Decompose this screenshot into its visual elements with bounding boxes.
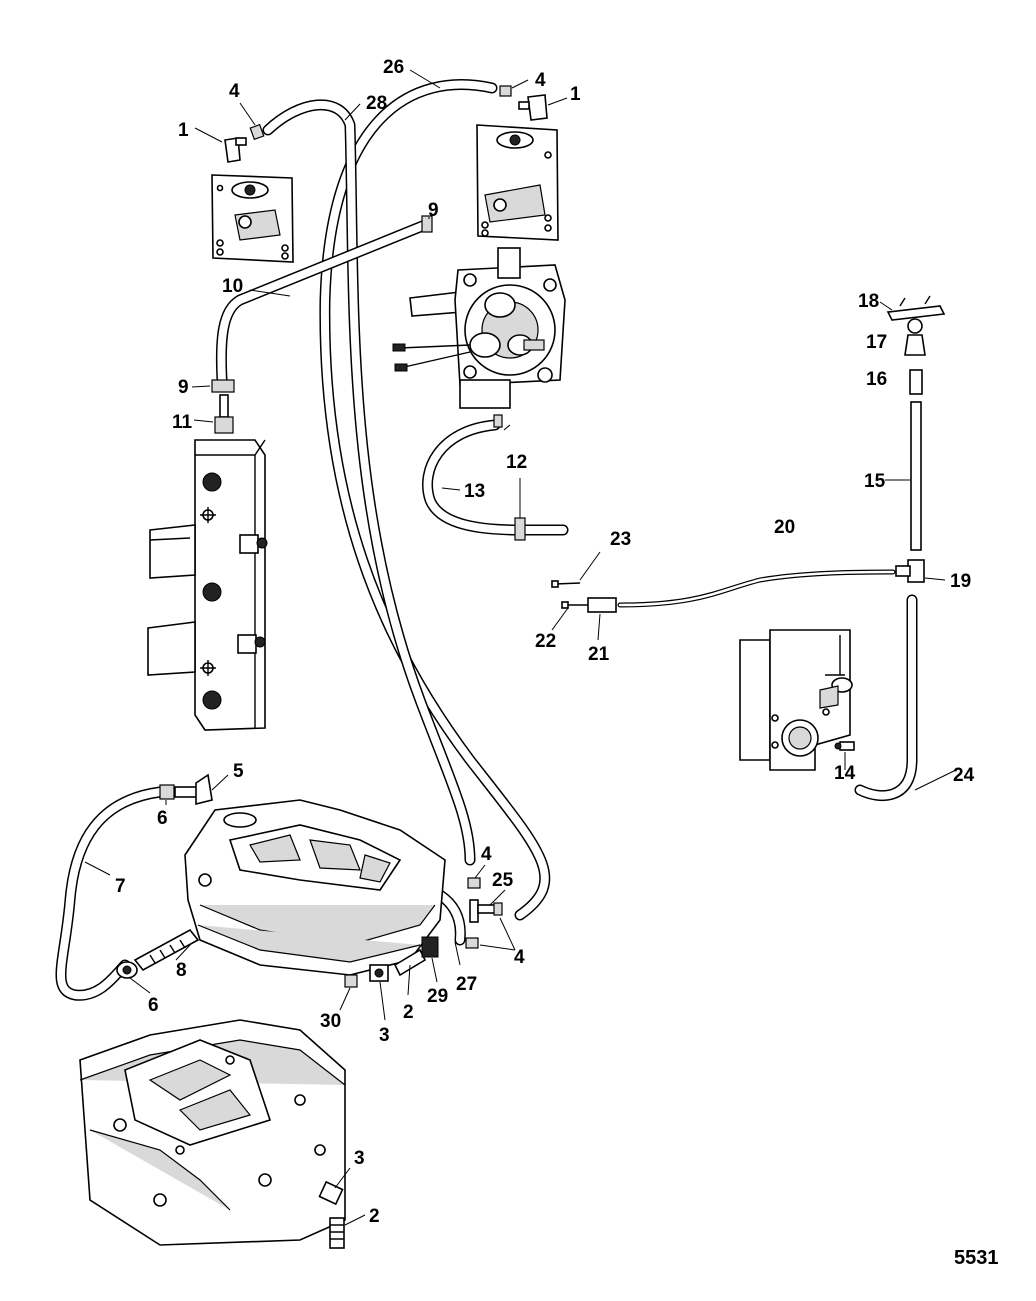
- callout-20: 20: [774, 517, 795, 538]
- leader-lines: [84, 69, 961, 1226]
- fitting-3-lower: [318, 1180, 344, 1206]
- callout-14: 14: [834, 763, 856, 784]
- fitting-11: [214, 394, 234, 434]
- fitting-2-upper: [393, 948, 427, 977]
- callout-12: 12: [506, 452, 527, 473]
- hose-13: [422, 419, 569, 536]
- hose-7: [55, 786, 166, 1001]
- intake-plenum: [184, 799, 446, 976]
- callout-1: 1: [178, 120, 189, 141]
- callout-15: 15: [864, 471, 886, 492]
- fitting-29: [421, 936, 439, 958]
- callout-16: 16: [866, 369, 887, 390]
- hose-10: [215, 219, 431, 386]
- fitting-14: [834, 741, 855, 751]
- fitting-30: [344, 974, 358, 988]
- callout-3: 3: [354, 1148, 365, 1169]
- fitting-6-bottom: [116, 961, 138, 979]
- adapter-plate: [79, 1019, 346, 1246]
- fitting-22: [561, 601, 588, 609]
- fitting-1-left: [224, 137, 247, 163]
- callout-29: 29: [427, 986, 448, 1007]
- callout-25: 25: [492, 870, 514, 891]
- fitting-4-left: [249, 123, 265, 141]
- tee-25: [465, 877, 503, 949]
- fitting-1-right: [518, 94, 548, 121]
- fitting-23: [551, 580, 581, 588]
- line-20: [617, 569, 896, 608]
- hose-26: [319, 79, 551, 921]
- fitting-21: [587, 597, 617, 613]
- fitting-3-upper: [369, 964, 389, 982]
- fuel-rail: [147, 439, 268, 731]
- callout-2: 2: [369, 1206, 380, 1227]
- callout-4: 4: [535, 70, 546, 91]
- throttle-plate-left: [211, 174, 294, 263]
- fuel-pump-assembly: [392, 247, 566, 409]
- hose-24: [854, 594, 918, 801]
- callout-9: 9: [178, 377, 189, 398]
- throttle-plate-right: [476, 124, 559, 241]
- callout-3: 3: [379, 1025, 390, 1046]
- fitting-2-lower: [329, 1217, 345, 1249]
- fitting-16: [909, 369, 923, 395]
- callout-6: 6: [157, 808, 168, 829]
- fitting-5: [174, 773, 213, 806]
- callout-6: 6: [148, 995, 159, 1016]
- fitting-6-top: [159, 784, 175, 800]
- callout-5: 5: [233, 761, 244, 782]
- hose-27: [434, 889, 466, 946]
- callout-30: 30: [320, 1011, 341, 1032]
- callout-27: 27: [456, 974, 477, 995]
- callout-4: 4: [229, 81, 240, 102]
- valve-17: [904, 318, 926, 356]
- callout-19: 19: [950, 571, 971, 592]
- callout-23: 23: [610, 529, 631, 550]
- tee-19: [895, 559, 925, 583]
- reservoir-body: [739, 629, 853, 771]
- fitting-9-bottom: [211, 379, 235, 393]
- hose-28: [262, 99, 476, 866]
- callout-13: 13: [464, 481, 485, 502]
- callout-10: 10: [222, 276, 243, 297]
- clip-18: [886, 295, 946, 321]
- hose-15: [910, 401, 922, 551]
- fitting-12: [493, 414, 526, 541]
- fitting-4-right: [499, 85, 512, 97]
- callout-11: 11: [172, 412, 193, 433]
- callout-22: 22: [535, 631, 556, 652]
- callout-2: 2: [403, 1002, 414, 1023]
- figure-number: 5531: [954, 1247, 999, 1269]
- fitting-8: [133, 928, 200, 972]
- callout-labels: 1 4 28 26 4 1 9 10 9 11 12 13 18 17 16 1…: [115, 57, 999, 1269]
- callout-8: 8: [176, 960, 187, 981]
- callout-4: 4: [481, 844, 492, 865]
- callout-26: 26: [383, 57, 404, 78]
- fitting-9-top: [421, 215, 433, 233]
- callout-18: 18: [858, 291, 879, 312]
- callout-7: 7: [115, 876, 126, 897]
- callout-24: 24: [953, 765, 975, 786]
- callout-1: 1: [570, 84, 581, 105]
- callout-21: 21: [588, 644, 610, 665]
- callout-4: 4: [514, 947, 525, 968]
- callout-17: 17: [866, 332, 887, 353]
- callout-28: 28: [366, 93, 387, 114]
- callout-9: 9: [428, 200, 439, 221]
